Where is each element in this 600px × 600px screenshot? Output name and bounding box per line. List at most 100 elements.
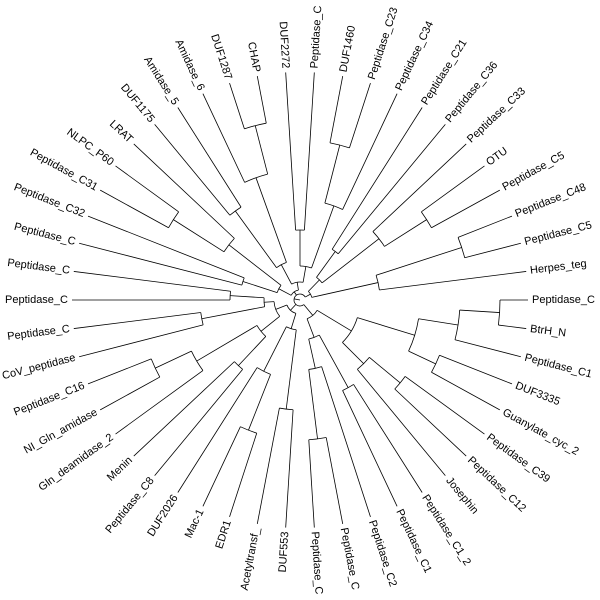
tree-leaf-branch (454, 339, 521, 358)
tree-leaf-branch (331, 107, 423, 250)
leaf-label: Peptidase_C23 (366, 6, 401, 81)
leaf-label: Peptidase_C (309, 531, 325, 595)
tree-leaf-branch (133, 143, 235, 239)
leaf-label: DUF2272 (277, 21, 292, 69)
tree-internal-branch (305, 293, 311, 298)
tree-leaf-branch (256, 75, 267, 124)
tree-internal-branch (303, 304, 314, 316)
tree-internal-branch (238, 336, 267, 366)
leaf-label: DUF2026 (145, 493, 180, 539)
leaf-label: Peptidase_C16 (12, 380, 86, 419)
leaf-label: NLPC_P60 (64, 126, 116, 168)
leaf-label: Menin (105, 454, 135, 483)
tree-node-arc (375, 275, 380, 291)
tree-leaf-branch (349, 83, 371, 148)
leaf-label: Peptidase_C1 (393, 507, 433, 575)
tree-internal-branch (296, 282, 299, 291)
tree-leaf-branch (73, 312, 201, 329)
tree-internal-branch (384, 219, 427, 247)
tree-leaf-branch (353, 384, 423, 493)
tree-internal-branch (290, 313, 297, 329)
leaf-label: Peptidase_C34 (393, 19, 436, 92)
leaf-label: DUF1175 (118, 82, 157, 125)
tree-leaf-branch (79, 324, 204, 358)
tree-leaf-branch (115, 370, 204, 435)
tree-node-arc (342, 384, 354, 391)
tree-internal-branch (459, 309, 500, 313)
tree-leaf-branch (342, 93, 398, 210)
tree-node-arc (279, 407, 294, 411)
tree-internal-branch (285, 329, 297, 410)
tree-leaf-branch (202, 93, 246, 183)
tree-internal-branch (280, 264, 292, 285)
leaf-label: Josephin (443, 475, 480, 517)
leaf-label: Peptidase_C (5, 294, 68, 306)
tree-leaf-branch (285, 72, 297, 231)
tree-internal-branch (293, 291, 297, 296)
tree-leaf-branch (115, 165, 179, 213)
leaf-label: Peptidase_C (308, 5, 324, 69)
tree-leaf-branch (285, 409, 294, 528)
tree-internal-branch (321, 238, 380, 284)
tree-leaf-branch (303, 72, 315, 231)
leaf-label: EDR1 (213, 519, 233, 551)
leaf-label: LRAT (107, 118, 135, 146)
leaf-label: Peptidase_C (338, 527, 362, 591)
tree-leaf-branch (229, 433, 258, 517)
tree-leaf-branch (342, 390, 398, 507)
tree-leaf-branch (421, 165, 485, 213)
tree-leaf-branch (229, 83, 245, 129)
tree-leaf-branch (79, 242, 242, 286)
leaf-label: CHAP (245, 41, 263, 73)
leaf-label: Peptidase_C (532, 294, 595, 306)
tree-leaf-branch (73, 271, 231, 292)
tree-leaf-branch (154, 369, 243, 476)
tree-internal-branch (248, 374, 271, 431)
tree-leaf-branch (154, 124, 231, 216)
tree-internal-branch (290, 304, 297, 311)
leaf-label: Peptidase_C5 (523, 219, 593, 248)
tree-leaf-branch (87, 358, 152, 385)
tree-internal-branch (357, 317, 415, 336)
tree-leaf-branch (308, 439, 315, 528)
tree-leaf-branch (372, 143, 467, 232)
leaf-label: BtrH_N (529, 323, 566, 339)
tree-node-arc (168, 211, 179, 228)
leaf-label: Peptidase_C32 (12, 181, 86, 220)
leaf-label: Peptidase_C5 (500, 150, 566, 194)
tree-leaf-branch (464, 242, 521, 259)
tree-internal-branch (196, 325, 258, 362)
tree-leaf-branch (457, 215, 513, 238)
tree-leaf-branch (329, 75, 344, 143)
tree-leaf-branch (439, 354, 513, 385)
tree-internal-branch (242, 281, 278, 293)
leaf-label: DUF553 (277, 531, 292, 573)
tree-leaf-branch (100, 189, 169, 229)
tree-internal-branch (316, 309, 352, 332)
tree-leaf-branch (404, 376, 485, 435)
tree-internal-branch (324, 144, 341, 204)
tree-internal-branch (260, 315, 280, 332)
leaf-label: Herpes_teg (529, 258, 587, 277)
tree-internal-branch (235, 210, 277, 268)
tree-leaf-branch (337, 124, 446, 255)
tree-node-arc (291, 281, 304, 285)
tree-node-arc (241, 277, 245, 286)
tree-node-arc (308, 291, 313, 298)
tree-node-arc (331, 249, 339, 255)
leaf-label: Peptidase_C (7, 323, 71, 343)
tree-leaf-branch (431, 371, 500, 411)
tree-internal-branch (311, 205, 335, 269)
tree-leaf-branch (133, 361, 235, 457)
leaf-label: Peptidase_C48 (513, 181, 587, 220)
tree-internal-branch (418, 318, 459, 326)
leaf-label: DUF1460 (337, 25, 358, 73)
tree-node-arc (244, 122, 267, 130)
leaf-label: Amidase_5 (141, 54, 181, 107)
tree-internal-branch (316, 251, 336, 278)
tree-internal-branch (375, 247, 462, 276)
tree-leaf-branch (379, 271, 527, 291)
tree-leaf-branch (357, 369, 446, 476)
tree-node-arc (421, 211, 432, 228)
tree-internal-branch (408, 350, 436, 365)
